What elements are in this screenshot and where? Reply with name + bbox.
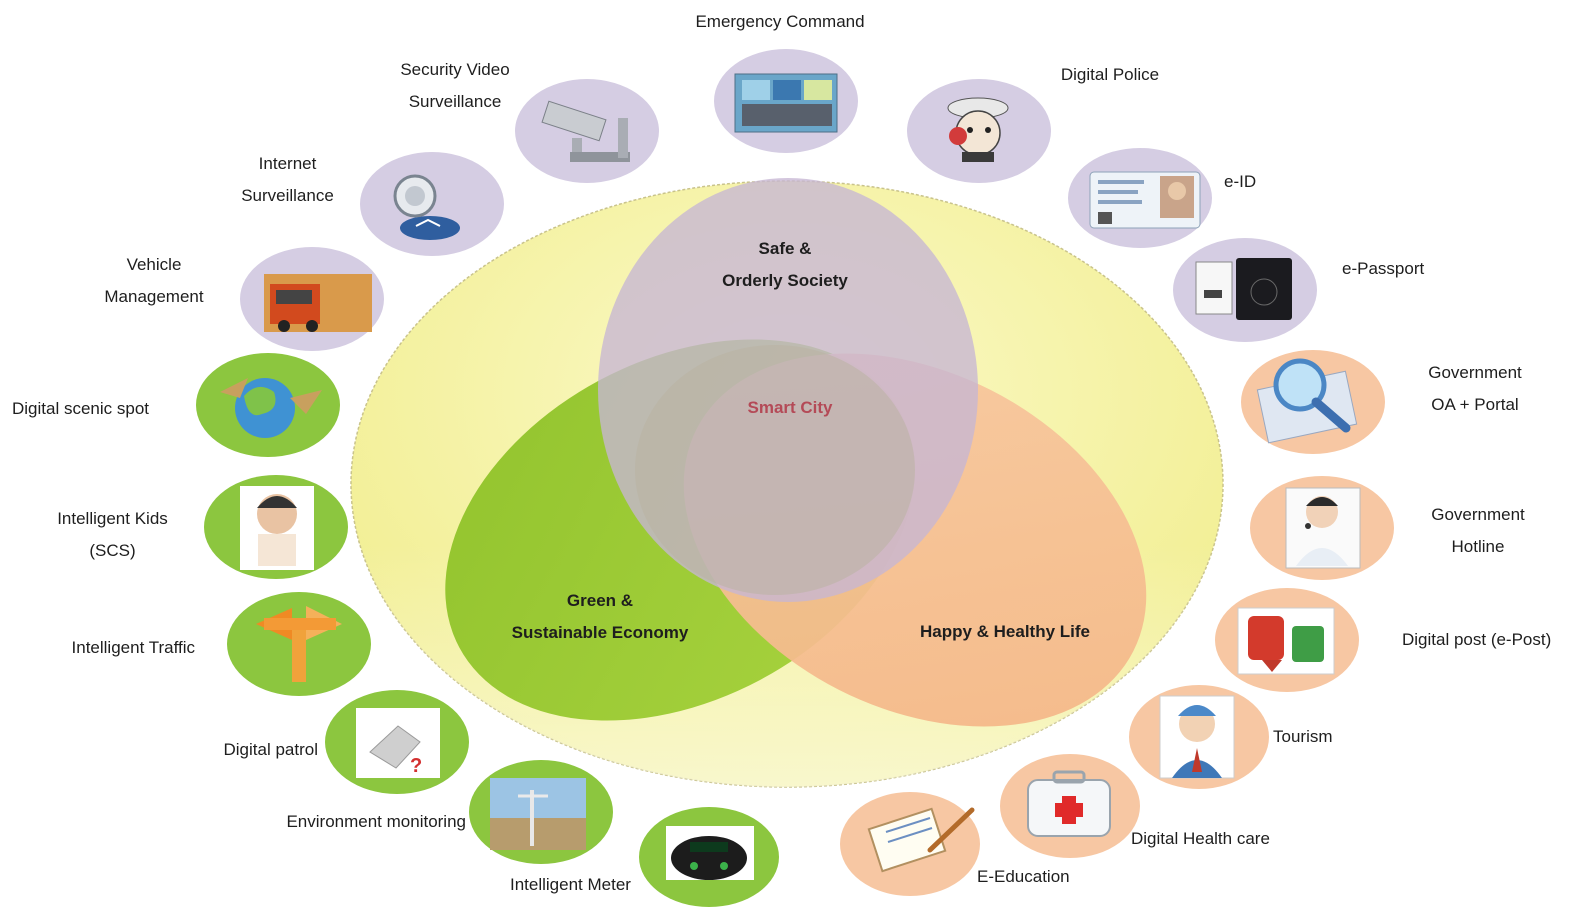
label-intelligent-kids-line1: Intelligent Kids: [57, 509, 168, 528]
label-digital-health-care-line1: Digital Health care: [1131, 829, 1270, 848]
label-security-video-surveillance: Security Video Surveillance: [380, 54, 530, 118]
meter-icon: [666, 826, 754, 880]
label-security-video-surveillance-line2: Surveillance: [408, 92, 502, 111]
bubble-emergency-command[interactable]: [714, 49, 858, 153]
label-tourism-line1: Tourism: [1273, 727, 1333, 746]
bubble-environment-monitoring[interactable]: [469, 760, 613, 864]
label-e-education-line1: E-Education: [977, 867, 1070, 886]
label-intelligent-kids: Intelligent Kids (SCS): [40, 503, 185, 567]
label-government-hotline: Government Hotline: [1403, 499, 1553, 563]
core-overlap: [635, 345, 915, 595]
bubble-tourism[interactable]: [1129, 685, 1269, 789]
cctv-camera-icon: [541, 100, 630, 162]
label-vehicle-management-line2: Management: [104, 287, 204, 306]
label-government-oa-portal-line1: Government: [1428, 363, 1522, 382]
id-card-icon: [1089, 171, 1201, 229]
label-digital-post-line1: Digital post (e-Post): [1402, 630, 1552, 649]
bubble-intelligent-kids[interactable]: [204, 475, 348, 579]
child-icon: [240, 486, 314, 570]
label-government-hotline-line2: Hotline: [1451, 537, 1505, 556]
label-digital-scenic-spot-line1: Digital scenic spot: [12, 399, 150, 418]
magnifier-icon: [1256, 358, 1358, 444]
label-emergency-command-line1: Emergency Command: [695, 12, 865, 31]
label-internet-surveillance-line1: Internet: [258, 154, 317, 173]
bubble-internet-surveillance[interactable]: [360, 152, 504, 256]
green-domain-label: Green & Sustainable Economy: [490, 585, 710, 649]
label-digital-patrol: Digital patrol: [170, 734, 319, 766]
bubble-vehicle-management[interactable]: [240, 247, 384, 351]
bubble-intelligent-meter[interactable]: [639, 807, 779, 907]
label-internet-surveillance: Internet Surveillance: [225, 148, 350, 212]
operator-icon: [1285, 487, 1361, 569]
label-environment-monitoring-line1: Environment monitoring: [286, 812, 466, 831]
happy-domain-label-line1: Happy & Healthy Life: [919, 622, 1091, 641]
label-digital-post: Digital post (e-Post): [1402, 624, 1570, 656]
label-government-oa-portal: Government OA + Portal: [1400, 357, 1550, 421]
label-environment-monitoring: Environment monitoring: [230, 806, 466, 838]
bubble-digital-health-care[interactable]: [1000, 754, 1140, 858]
label-digital-patrol-line1: Digital patrol: [223, 740, 319, 759]
truck-icon: [264, 274, 372, 332]
label-internet-surveillance-line2: Surveillance: [241, 186, 334, 205]
safe-domain-label-line2: Orderly Society: [722, 271, 848, 290]
bubble-government-oa-portal[interactable]: [1241, 350, 1385, 454]
label-digital-health-care: Digital Health care: [1131, 823, 1311, 855]
bubble-e-id[interactable]: [1068, 148, 1212, 248]
label-tourism: Tourism: [1273, 721, 1373, 753]
label-digital-police: Digital Police: [1040, 59, 1180, 91]
label-government-oa-portal-line2: OA + Portal: [1431, 395, 1519, 414]
label-e-passport-line1: e-Passport: [1342, 259, 1425, 278]
label-e-id-line1: e-ID: [1224, 172, 1257, 191]
passport-icon: [1195, 258, 1292, 320]
svg-text:?: ?: [410, 755, 422, 777]
bubble-e-education[interactable]: [840, 792, 980, 896]
green-domain-label-line2: Sustainable Economy: [511, 623, 689, 642]
safe-domain-label: Safe & Orderly Society: [700, 233, 870, 297]
label-digital-scenic-spot: Digital scenic spot: [12, 393, 182, 425]
network-icon: [393, 174, 460, 240]
bubble-e-passport[interactable]: [1173, 238, 1317, 342]
core-label-text: Smart City: [747, 398, 833, 417]
bubble-digital-police[interactable]: [907, 79, 1051, 183]
label-intelligent-traffic: Intelligent Traffic: [20, 632, 195, 664]
patrol-icon: ?: [356, 708, 440, 778]
clipboard-icon: [867, 807, 975, 873]
label-vehicle-management: Vehicle Management: [90, 249, 218, 313]
label-government-hotline-line1: Government: [1431, 505, 1525, 524]
label-intelligent-kids-line2: (SCS): [89, 541, 136, 560]
signpost-icon: [256, 606, 342, 682]
bubble-government-hotline[interactable]: [1250, 476, 1394, 580]
label-digital-police-line1: Digital Police: [1060, 65, 1160, 84]
tourist-icon: [1159, 695, 1235, 779]
first-aid-kit-icon: [1027, 770, 1111, 837]
bubble-digital-scenic-spot[interactable]: [196, 353, 340, 457]
label-security-video-surveillance-line1: Security Video: [400, 60, 510, 79]
happy-domain-label: Happy & Healthy Life: [900, 616, 1110, 648]
bubble-security-video-surveillance[interactable]: [515, 79, 659, 183]
bubble-intelligent-traffic[interactable]: [227, 592, 371, 696]
weather-station-icon: [490, 778, 586, 850]
safe-domain-label-line1: Safe &: [758, 239, 812, 258]
label-intelligent-traffic-line1: Intelligent Traffic: [71, 638, 195, 657]
bubble-digital-post[interactable]: [1215, 588, 1359, 692]
core-label: Smart City: [720, 392, 860, 424]
label-intelligent-meter: Intelligent Meter: [510, 869, 660, 901]
green-domain-label-line1: Green &: [566, 591, 634, 610]
globe-icon: [220, 378, 322, 438]
label-emergency-command: Emergency Command: [670, 6, 890, 38]
label-intelligent-meter-line1: Intelligent Meter: [510, 875, 631, 894]
police-officer-icon: [947, 97, 1009, 162]
bubble-digital-patrol[interactable]: ?: [325, 690, 469, 794]
label-e-education: E-Education: [977, 861, 1097, 893]
label-e-id: e-ID: [1224, 166, 1304, 198]
label-e-passport: e-Passport: [1342, 253, 1472, 285]
control-room-icon: [734, 73, 838, 133]
label-vehicle-management-line1: Vehicle: [126, 255, 182, 274]
mailbox-icon: [1237, 607, 1335, 675]
